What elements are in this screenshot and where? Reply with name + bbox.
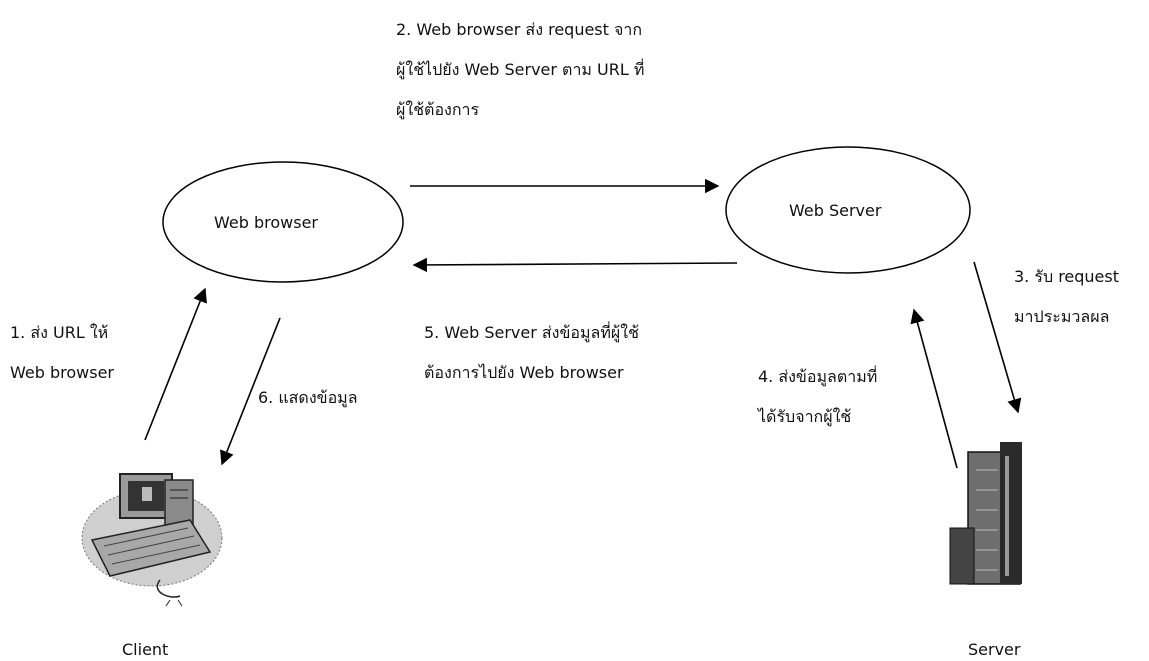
step2-line-2: ผู้ใช้ไปยัง Web Server ตาม URL ที่ (396, 60, 645, 79)
step3-line-2: มาประมวลผล (1014, 307, 1110, 326)
step2-line-3: ผู้ใช้ต้องการ (396, 100, 480, 119)
step1-line-2: Web browser (10, 363, 114, 382)
client-caption: Client (122, 640, 169, 659)
arrow-step6 (220, 317, 281, 466)
step3-label: 3. รับ request มาประมวลผล (1014, 257, 1119, 337)
step5-line-1: 5. Web Server ส่งข้อมูลที่ผู้ใช้ (424, 323, 639, 342)
server-node-label: Web Server (789, 201, 882, 220)
step4-label: 4. ส่งข้อมูลตามที่ ได้รับจากผู้ใช้ (758, 357, 877, 437)
client-computer-icon (81, 473, 223, 607)
step3-line-1: 3. รับ request (1014, 267, 1120, 286)
step2-label: 2. Web browser ส่ง request จาก ผู้ใช้ไปย… (396, 10, 644, 130)
step6-label: 6. แสดงข้อมูล (258, 388, 358, 407)
browser-node-label: Web browser (214, 213, 318, 232)
step4-line-2: ได้รับจากผู้ใช้ (758, 407, 852, 426)
arrow-step3 (973, 261, 1022, 414)
step4-line-1: 4. ส่งข้อมูลตามที่ (758, 367, 878, 386)
arrow-step1 (144, 287, 207, 441)
step1-label: 1. ส่ง URL ให้ Web browser (10, 313, 114, 393)
step2-line-1: 2. Web browser ส่ง request จาก (396, 20, 643, 39)
arrow-step4 (910, 308, 958, 469)
server-tower-icon (949, 442, 1022, 585)
browser-ellipse (162, 161, 404, 283)
server-caption: Server (968, 640, 1021, 659)
step6-line-1: 6. แสดงข้อมูล (258, 388, 358, 407)
arrow-step5 (412, 257, 738, 273)
step5-line-2: ต้องการไปยัง Web browser (424, 363, 624, 382)
step1-line-1: 1. ส่ง URL ให้ (10, 323, 109, 342)
server-ellipse (725, 146, 971, 274)
step5-label: 5. Web Server ส่งข้อมูลที่ผู้ใช้ ต้องการ… (424, 313, 639, 393)
